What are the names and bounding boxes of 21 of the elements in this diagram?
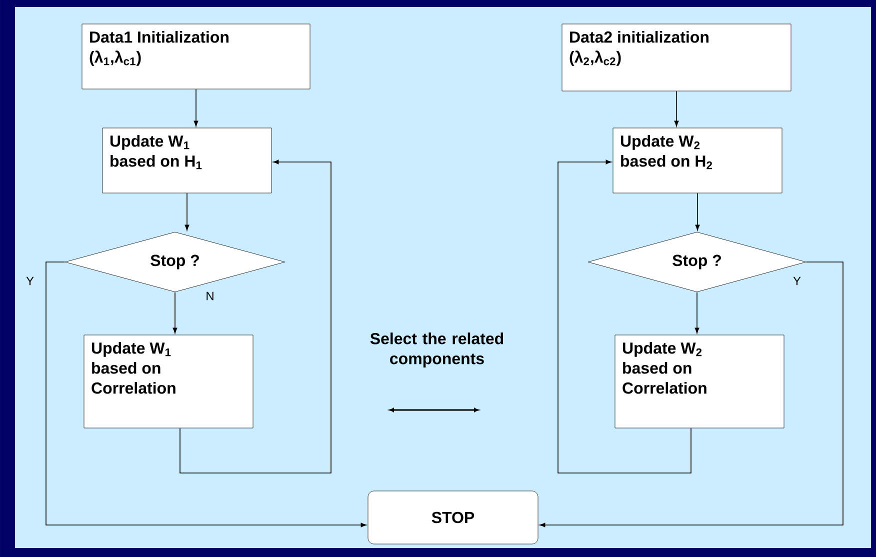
arrow [694,292,700,334]
edge-label: N [204,290,216,302]
arrow [558,160,692,474]
process-box: Update W$_{2}$ based on H$_{2}$ [612,128,782,194]
arrow [540,262,844,528]
process-box: Update W$_{2}$ based on Correlation [614,334,784,428]
process-box: Data2 initialization (λ$_{2}$,λ$_{c2}$) [562,24,792,92]
arrow [194,88,198,126]
process-box: Data1 Initialization (λ$_{1}$,λ$_{c1}$) [82,24,310,90]
arrow [695,192,700,230]
process-box: Update W$_{1}$ based on Correlation [84,334,254,428]
arrow [180,160,332,474]
arrow [172,292,178,334]
note-text: Select the related components [370,332,504,368]
terminal-box: STOP [368,490,538,544]
arrow [674,90,679,126]
arrow [184,192,190,230]
process-box: Update W$_{1}$ based on H$_{1}$ [102,128,272,194]
arrow [46,262,366,528]
edge-label: Y [792,276,802,286]
edge-label: Y [25,276,35,286]
